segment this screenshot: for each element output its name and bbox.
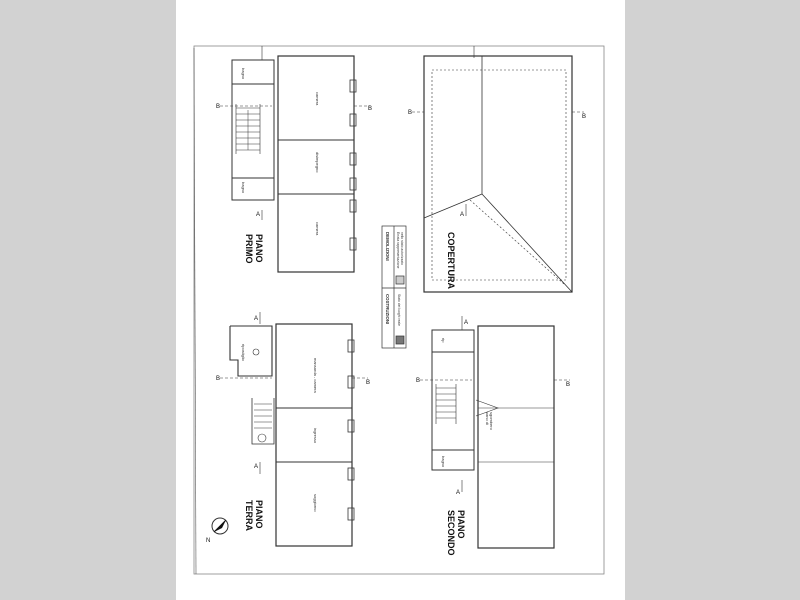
section-marker-a: A [254, 464, 258, 470]
room-label-bagno: bagno [241, 182, 246, 194]
room-label-soggiorno: soggiorno [313, 494, 318, 512]
room-label-camera-bottom: camera [315, 222, 320, 236]
room-label-rip: rip [441, 338, 446, 343]
room-label-bagno: bagno [241, 68, 246, 80]
copertura-plan [412, 46, 584, 293]
section-marker-a: A [256, 212, 260, 218]
room-label-ingresso: ingresso [313, 428, 318, 444]
plan-title-secondo-l2: SECONDO [446, 510, 456, 556]
plan-title-terra-l1: PIANO [254, 500, 264, 529]
room-label-ripostiglio: ripostiglio [241, 344, 246, 362]
drawing-sheet: B B A camera disimpegno camera bagno bag… [176, 0, 625, 600]
piano-terra-plan [220, 312, 368, 547]
legend-demolizioni-desc-2: nello stato autorizzato [400, 232, 404, 265]
room-label-vano-2: sgombero [489, 412, 494, 431]
piano-secondo-plan [420, 316, 570, 549]
legend-demolizioni-desc-1: Errata rappresentazione [396, 232, 400, 268]
plan-title-secondo-l1: PIANO [456, 510, 466, 539]
section-marker-b: B [368, 106, 372, 112]
legend-demolizioni: DEMOLIZIONI [385, 232, 390, 261]
piano-primo-plan [220, 46, 370, 273]
plan-title-primo-l2: PRIMO [244, 234, 254, 264]
room-label-mansarda: mansarda - camera [313, 358, 318, 393]
section-marker-a: A [460, 212, 464, 218]
section-marker-b: B [582, 114, 586, 120]
legend-costruzioni: COSTRUZIONI [385, 294, 390, 324]
section-marker-b: B [408, 110, 412, 116]
plan-title-primo-l1: PIANO [254, 234, 264, 263]
section-marker-b: B [416, 378, 420, 384]
room-label-vano-1: vano di [485, 412, 490, 425]
north-compass-icon [211, 517, 229, 535]
legend-box [381, 225, 407, 349]
section-marker-a: A [254, 316, 258, 322]
section-marker-b: B [566, 382, 570, 388]
plan-title-terra-l2: TERRA [244, 500, 254, 531]
plan-title-copertura: COPERTURA [446, 232, 456, 290]
section-marker-a: A [456, 490, 460, 496]
section-marker-b: B [216, 104, 220, 110]
room-label-disimpegno: disimpegno [315, 152, 320, 173]
section-marker-b: B [216, 376, 220, 382]
legend-costruzioni-desc: Stato dei luoghi reale [397, 294, 401, 326]
section-marker-a: A [464, 320, 468, 326]
floor-plans-drawing: B B A camera disimpegno camera bagno bag… [193, 45, 605, 575]
compass-north-label: N [206, 538, 210, 544]
room-label-camera: camera [315, 92, 320, 106]
room-label-bagno: bagno [441, 456, 446, 468]
sheet-frame [193, 45, 605, 575]
section-marker-b: B [366, 380, 370, 386]
